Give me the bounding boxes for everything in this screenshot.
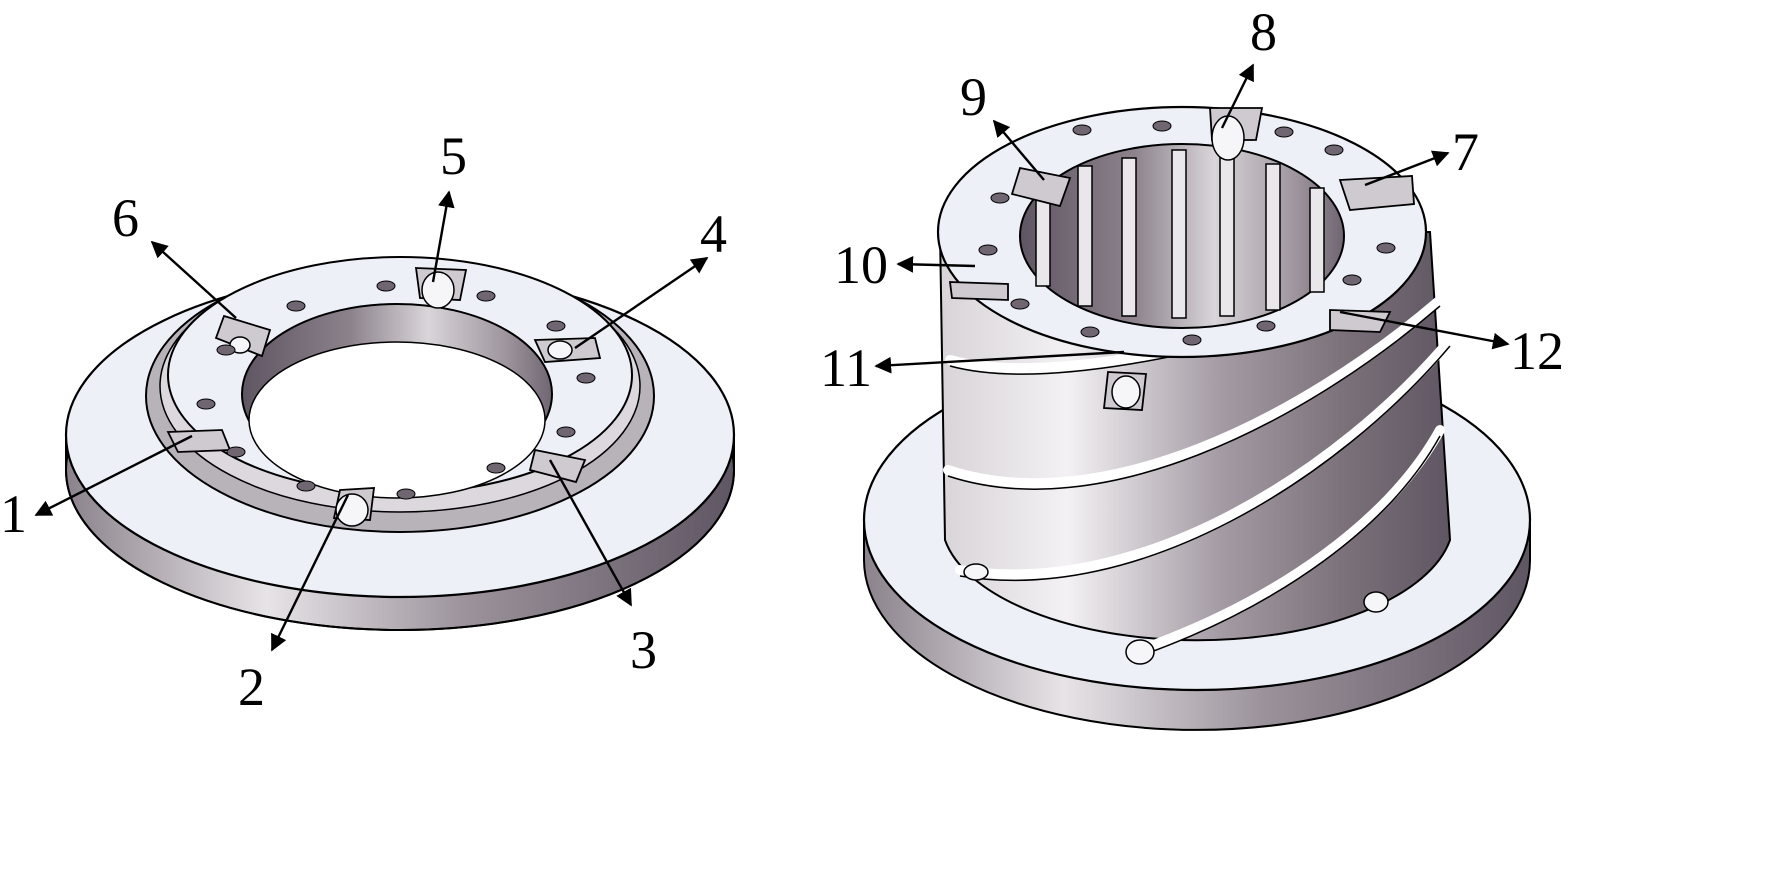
right-bore-grooves bbox=[1035, 149, 1325, 319]
arrow-8 bbox=[1220, 63, 1255, 129]
label-9: 9 bbox=[960, 67, 987, 127]
arrow-9 bbox=[992, 119, 1045, 181]
label-11: 11 bbox=[820, 338, 872, 398]
right-groove-ends bbox=[963, 563, 1389, 665]
arrow-2 bbox=[270, 494, 350, 652]
right-cylinder-part bbox=[862, 105, 1532, 731]
left-bore-bottom bbox=[248, 341, 546, 499]
right-spiral-groove-edges bbox=[947, 305, 1451, 657]
callout-arrows bbox=[34, 63, 1510, 652]
label-1: 1 bbox=[0, 484, 27, 544]
label-2: 2 bbox=[238, 657, 265, 717]
arrow-11 bbox=[874, 350, 1125, 374]
arrow-5 bbox=[431, 190, 455, 283]
label-3: 3 bbox=[630, 620, 657, 680]
right-bolt-holes bbox=[978, 120, 1396, 346]
left-ring-part bbox=[64, 256, 736, 631]
label-12: 12 bbox=[1510, 321, 1564, 381]
label-8: 8 bbox=[1250, 2, 1277, 62]
label-10: 10 bbox=[834, 235, 888, 295]
arrow-1 bbox=[34, 434, 193, 517]
arrow-6 bbox=[150, 240, 237, 319]
arrow-12 bbox=[1339, 310, 1510, 350]
label-5: 5 bbox=[440, 126, 467, 186]
arrow-7 bbox=[1364, 150, 1450, 187]
label-4: 4 bbox=[700, 204, 727, 264]
callout-labels: 1 2 3 4 5 6 7 8 9 10 11 12 bbox=[0, 2, 1564, 717]
label-7: 7 bbox=[1452, 122, 1479, 182]
label-6: 6 bbox=[112, 188, 139, 248]
arrow-3 bbox=[548, 459, 633, 607]
arrow-4 bbox=[574, 257, 709, 349]
arrow-10 bbox=[896, 255, 976, 273]
left-bolt-holes bbox=[196, 280, 596, 500]
